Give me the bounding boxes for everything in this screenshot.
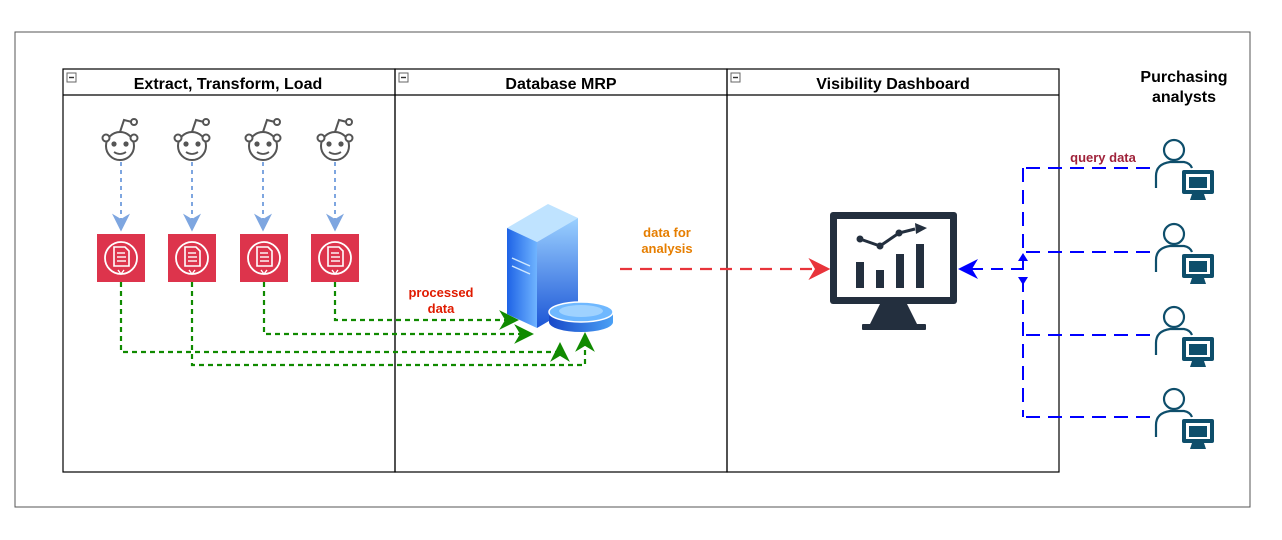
lane-title-etl: Extract, Transform, Load: [134, 76, 323, 93]
reddit-icon: [316, 118, 354, 161]
actors-title-line2: analysts: [1152, 89, 1216, 106]
outer-frame: [14, 31, 1251, 508]
reddit-icon: [101, 118, 139, 161]
processed-data-label-line1: processed: [408, 285, 473, 300]
document-icon: [167, 233, 217, 283]
lane-title-dashboard: Visibility Dashboard: [816, 76, 970, 93]
reddit-icon: [173, 118, 211, 161]
lane-title-database: Database MRP: [505, 76, 616, 93]
load-edge: [190, 282, 595, 367]
load-edge: [333, 282, 519, 330]
collapse-icon[interactable]: [730, 72, 741, 83]
query-data-label: query data: [1070, 150, 1137, 165]
user-computer-icon: [1154, 138, 1216, 202]
data-for-analysis-label-line2: analysis: [641, 241, 692, 256]
user-computer-icon: [1154, 305, 1216, 369]
document-icon: [96, 233, 146, 283]
load-edge: [119, 282, 570, 362]
database-server-icon: [507, 204, 614, 332]
actors-title-line1: Purchasing: [1140, 69, 1227, 86]
query-edges: [1022, 167, 1150, 418]
data-for-analysis-label-line1: data for: [643, 225, 691, 240]
reddit-icon: [244, 118, 282, 161]
collapse-icon[interactable]: [66, 72, 77, 83]
load-edge: [262, 282, 534, 344]
user-computer-icon: [1154, 387, 1216, 451]
processed-data-label-line2: data: [428, 301, 456, 316]
dashboard-monitor-icon: [830, 212, 957, 330]
collapse-icon[interactable]: [398, 72, 409, 83]
swimlane-pool: Extract, Transform, Load Database MRP Vi…: [62, 68, 1060, 473]
lane-dashboard: [726, 68, 1060, 473]
document-icon: [310, 233, 360, 283]
user-computer-icon: [1154, 222, 1216, 286]
document-icon: [239, 233, 289, 283]
